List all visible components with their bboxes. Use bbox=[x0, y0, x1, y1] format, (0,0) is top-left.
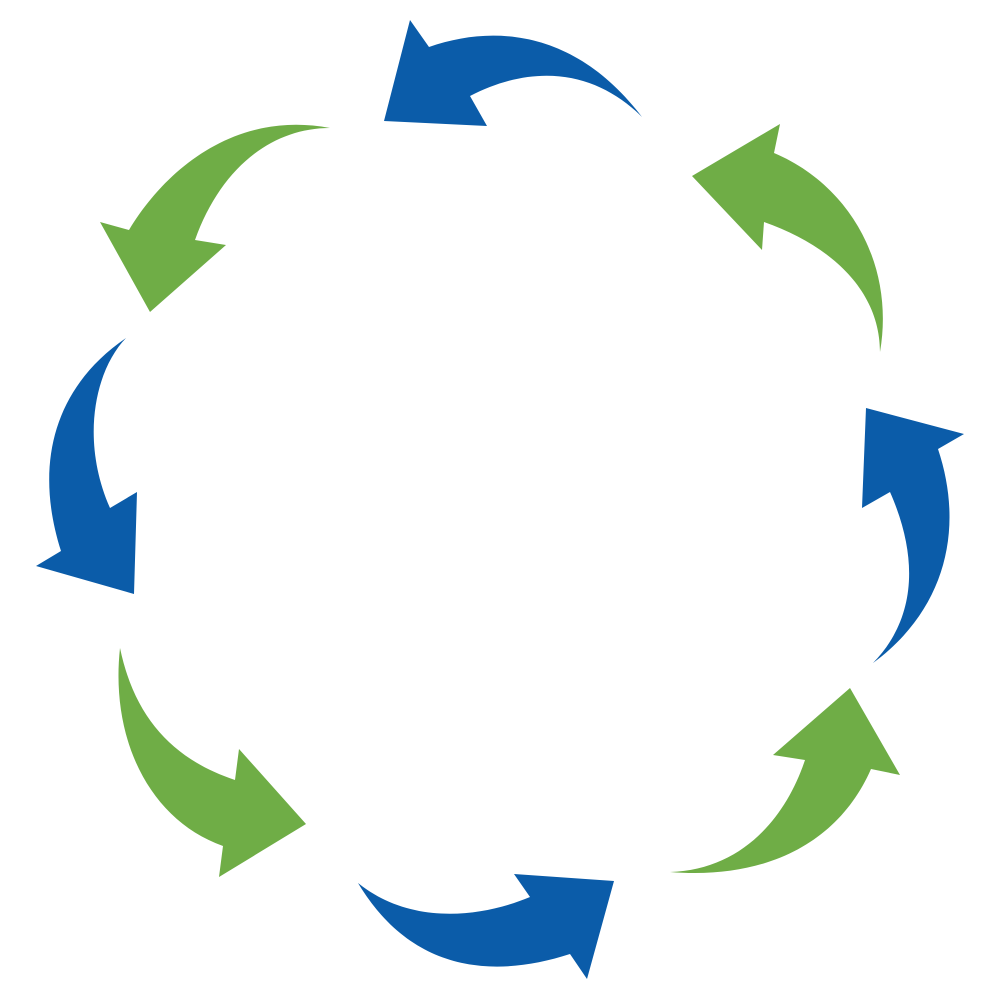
curved-arrow-icon bbox=[358, 874, 614, 979]
curved-arrow-icon bbox=[862, 408, 964, 663]
curved-arrow-icon bbox=[670, 688, 900, 874]
curved-arrow-icon bbox=[692, 124, 883, 352]
curved-arrow-icon bbox=[100, 124, 330, 312]
curved-arrow-icon bbox=[36, 338, 137, 594]
curved-arrow-icon bbox=[384, 20, 642, 126]
curved-arrow-icon bbox=[118, 648, 307, 877]
